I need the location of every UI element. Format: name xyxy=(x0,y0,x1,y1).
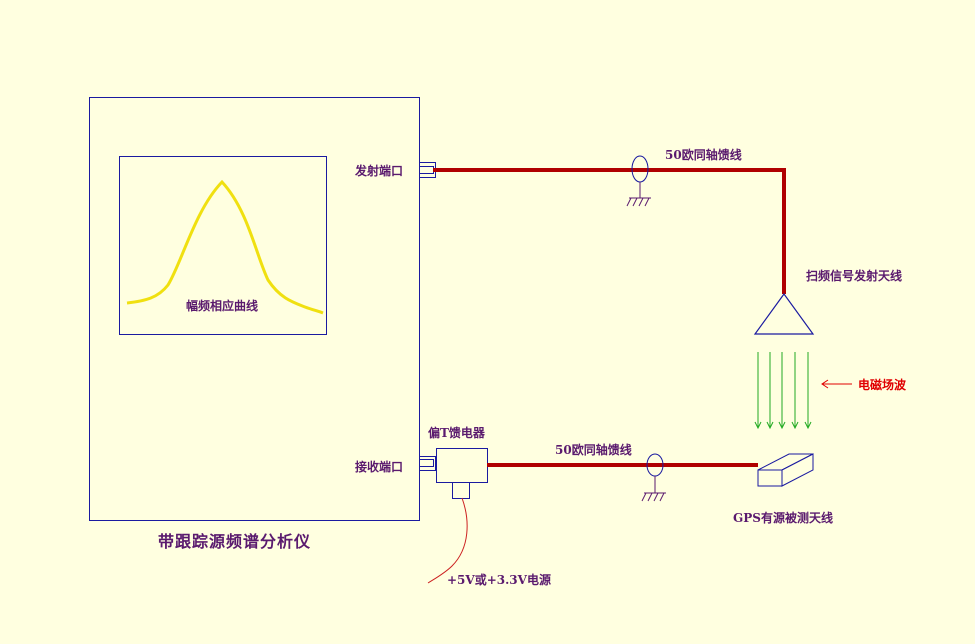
analyzer-title: 带跟踪源频谱分析仪 xyxy=(158,532,312,551)
ground-symbol-top xyxy=(626,155,651,207)
analyzer-box xyxy=(89,97,420,521)
rx-port-connector xyxy=(419,456,436,471)
analyzer-screen xyxy=(119,156,327,335)
bias-tee xyxy=(436,448,488,499)
power-lead xyxy=(427,497,468,584)
em-wave-arrows xyxy=(754,352,812,430)
gps-antenna xyxy=(757,453,814,487)
tx-antenna xyxy=(753,292,815,335)
bias-tee-label: 偏T馈电器 xyxy=(428,426,485,440)
response-curve xyxy=(126,179,324,315)
coax-cable-top xyxy=(433,168,786,294)
em-wave-label: 电磁场波 xyxy=(858,378,907,392)
coax-top-label: 50欧同轴馈线 xyxy=(665,148,742,162)
tx-antenna-label: 扫频信号发射天线 xyxy=(806,269,903,283)
rx-port-label: 接收端口 xyxy=(355,460,404,474)
coax-bottom-label: 50欧同轴馈线 xyxy=(555,443,632,457)
em-wave-pointer xyxy=(821,379,852,389)
ground-symbol-bottom xyxy=(641,453,666,502)
gps-antenna-label: GPS有源被测天线 xyxy=(733,511,833,525)
tx-port-label: 发射端口 xyxy=(355,164,404,178)
curve-label: 幅频相应曲线 xyxy=(186,299,259,313)
power-label: +5V或+3.3V电源 xyxy=(447,573,551,587)
